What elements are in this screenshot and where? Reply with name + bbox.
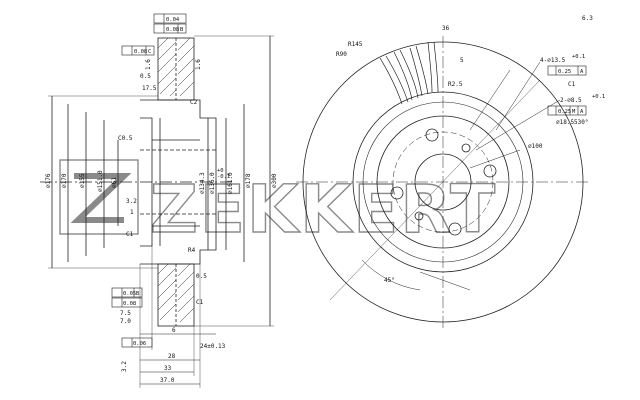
front-gdt-frames [547, 65, 587, 116]
dim-5: 5 [460, 57, 464, 64]
tol-hi: +0 [217, 168, 224, 174]
bolt-hole-3 [448, 222, 462, 236]
dim-d136: ⌀136.0 [209, 172, 216, 194]
dim-d151: ⌀151.0 [97, 170, 104, 192]
dim-r90: R90 [336, 51, 347, 58]
locating-hole-1 [461, 143, 471, 153]
dim-36: 36 [442, 25, 450, 32]
dim-3-2-b: 3.2 [121, 361, 128, 372]
pos-b-mmc: M [572, 109, 576, 115]
gdt-top-3-ref: C [148, 49, 151, 55]
dim-17-5: 17.5 [142, 85, 157, 92]
dim-3-2: 3.2 [126, 198, 137, 205]
dim-24: 24±0.13 [200, 343, 226, 350]
dim-d300: ⌀300 [271, 173, 278, 188]
holes-a-tol: +0.1 [572, 54, 585, 60]
gdt-bottom-1: 0.05 [123, 291, 136, 297]
hat-outline [140, 99, 217, 265]
pos-a: 0.25 [558, 69, 571, 75]
dim-c1-b: C1 [196, 299, 204, 306]
gdt-bottom-3: 0.06 [133, 341, 146, 347]
dim-7-5: 7.5 [120, 310, 131, 317]
dim-r2-5: R2.5 [448, 81, 463, 88]
dim-r4: R4 [188, 247, 196, 254]
hatch-lower [157, 263, 195, 323]
dim-d176: ⌀176 [45, 173, 52, 188]
dim-d178: ⌀178 [245, 173, 252, 188]
dim-d155: ⌀155 [79, 173, 86, 188]
dim-d170: ⌀170 [61, 173, 68, 188]
dim-c0-5: C0.5 [118, 135, 133, 142]
dim-0-5-b: 0.5 [196, 273, 207, 280]
gdt-top-1: 0.04 [166, 17, 180, 23]
gdt-frames-top [121, 13, 187, 56]
dim-d161: ⌀161.0 [227, 172, 234, 194]
front-dimension-labels: 36 6.3 R145 R90 5 R2.5 4-⌀13.5 +0.1 0.25… [336, 15, 605, 284]
dim-d134: ⌀134.3 [199, 172, 206, 194]
holes-b-tol: +0.1 [592, 94, 605, 100]
dim-37: 37.0 [160, 377, 175, 384]
dim-1-6-b: 1.6 [195, 59, 202, 70]
pos-b: 0.25 [558, 109, 571, 115]
bolt-hole-2 [483, 164, 497, 178]
gdt-bottom-2: 0.08 [123, 301, 136, 307]
dim-c2: C2 [190, 99, 198, 106]
dim-d61: ⌀61 [111, 177, 118, 188]
holes-a: 4-⌀13.5 [540, 57, 566, 64]
bolt-hole-4 [390, 186, 404, 200]
locating-hole-2 [414, 211, 424, 221]
dim-45deg: 45° [384, 277, 395, 284]
dim-1: 1 [130, 209, 134, 216]
dim-r145: R145 [348, 41, 363, 48]
gdt-top-2-ref: B [180, 27, 184, 33]
dim-28: 28 [168, 353, 176, 360]
pos-a-ref: A [580, 69, 584, 75]
bolt-hole-1 [425, 128, 439, 142]
hatch-upper [157, 37, 195, 97]
pos-b-ref: A [580, 109, 584, 115]
dim-6: 6 [172, 327, 176, 334]
gdt-bottom-1-ref: B [136, 291, 140, 297]
section-dimension-labels: ⌀176 ⌀170 ⌀155 ⌀151.0 ⌀61 ⌀134.3 ⌀136.0 … [45, 59, 278, 384]
gdt-frames-bottom [111, 287, 153, 348]
vent-slots [379, 41, 439, 105]
dim-7-0: 7.0 [120, 318, 131, 325]
dim-0-5-a: 0.5 [140, 73, 151, 80]
dim-1-6-a: 1.6 [145, 59, 152, 70]
section-view [40, 35, 274, 388]
dim-c1-front: C1 [568, 81, 576, 88]
dim-d100: ⌀100 [528, 143, 543, 150]
gdt-top-2: 0.08 [166, 27, 179, 33]
dim-33: 33 [164, 365, 172, 372]
holes-b: 2-⌀8.5 [560, 97, 582, 104]
front-view [296, 36, 590, 330]
gdt-top-3: 0.08 [134, 49, 147, 55]
dim-pcd: ⌀18.5530° [556, 119, 589, 126]
dim-c1-a: C1 [126, 231, 134, 238]
tol-lo: -0.1 [217, 174, 230, 180]
dim-6-3: 6.3 [582, 15, 593, 22]
